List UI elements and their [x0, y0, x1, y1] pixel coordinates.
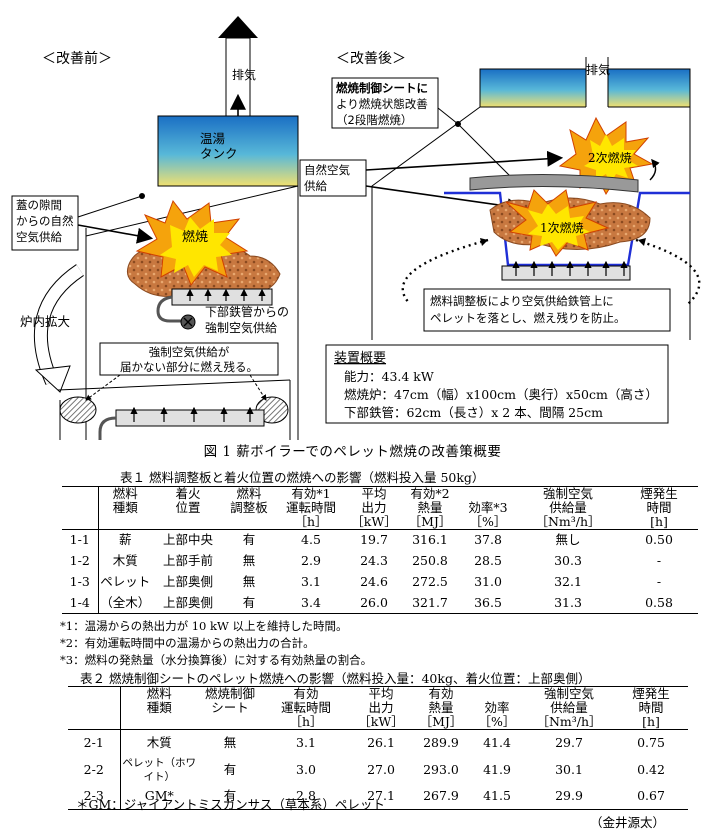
- forced-air-label: 下部鉄管からの強制空気供給: [205, 304, 289, 335]
- table2-caption: 表２ 燃焼制御シートのペレット燃焼への影響（燃料投入量：40kg、着火位置：上部…: [80, 671, 591, 686]
- hot-water-tank-after: [479, 68, 691, 108]
- hot-water-tank: [157, 115, 299, 187]
- plate-label: 燃料調整板により空気供給鉄管上にペレットを落とし、燃え残りを防止。: [430, 294, 626, 325]
- secondary-label: 2次燃焼: [588, 150, 632, 165]
- combustion-control-sheet: [469, 173, 639, 193]
- table2: 燃料燃焼制御有効平均有効強制空気煙発生 種類シート運転時間出力熱量効率供給量時間…: [68, 686, 688, 810]
- lid-gap-label: 蓋の隙間からの自然空気供給: [16, 198, 74, 244]
- natural-air-label: 自然空気供給: [304, 163, 350, 193]
- spec-line-capacity: 能力：43.4 kW: [344, 369, 434, 384]
- tank-label: 温湯タンク: [200, 131, 238, 161]
- table1-note-3: *3：燃料の発熱量（水分換算後）に対する有効熱量の割合。: [60, 653, 373, 667]
- figure-caption: 図 1 薪ボイラーでのペレット燃焼の改善策概要: [203, 444, 502, 460]
- exhaust-up-arrow-icon: [218, 16, 258, 38]
- sheet-label: 燃焼制御シートにより燃焼状態改善（2段階燃焼）: [335, 81, 428, 127]
- lower-air-pipe-before: [171, 288, 273, 306]
- table1-caption: 表１ 燃料調整板と着火位置の燃焼への影響（燃料投入量 50kg）: [120, 470, 485, 485]
- furnace-expand-label: 炉内拡大: [20, 314, 70, 329]
- table2-note: ＊GM：ジャイアントミスカンサス（草本系）ペレット: [76, 797, 385, 812]
- table1-note-1: *1：温湯からの熱出力が 10 kW 以上を維持した時間。: [60, 619, 348, 633]
- lower-air-pipe-after: [501, 265, 631, 281]
- unburnt-left: [59, 396, 97, 424]
- spec-box: [325, 344, 669, 424]
- after-label: ＜改善後＞: [336, 51, 406, 67]
- exhaust-label-before: 排気: [232, 67, 256, 82]
- spec-line-furnace: 燃焼炉：47cm（幅）x100cm（奥行）x50cm（高さ）: [344, 387, 658, 402]
- before-label: ＜改善前＞: [42, 50, 112, 67]
- table1-note-2: *2：有効運転時間中の温湯からの熱出力の合計。: [60, 636, 315, 650]
- combustion-label: 燃焼: [182, 229, 208, 245]
- spec-line-pipe: 下部鉄管：62cm（長さ）x 2 本、間隔 25cm: [344, 405, 603, 420]
- unburnt-label: 強制空気供給が届かない部分に燃え残る。: [120, 345, 258, 374]
- figure-1-diagram: ＜改善前＞ 排気 温湯タンク 蓋の隙間からの自然空気供給 燃焼 下部鉄管からの強…: [11, 16, 701, 440]
- exhaust-label-after: 排気: [586, 62, 610, 77]
- spec-title: 装置概要: [334, 351, 386, 366]
- author: （金井源太）: [590, 815, 666, 830]
- primary-label: 1次燃焼: [540, 220, 584, 235]
